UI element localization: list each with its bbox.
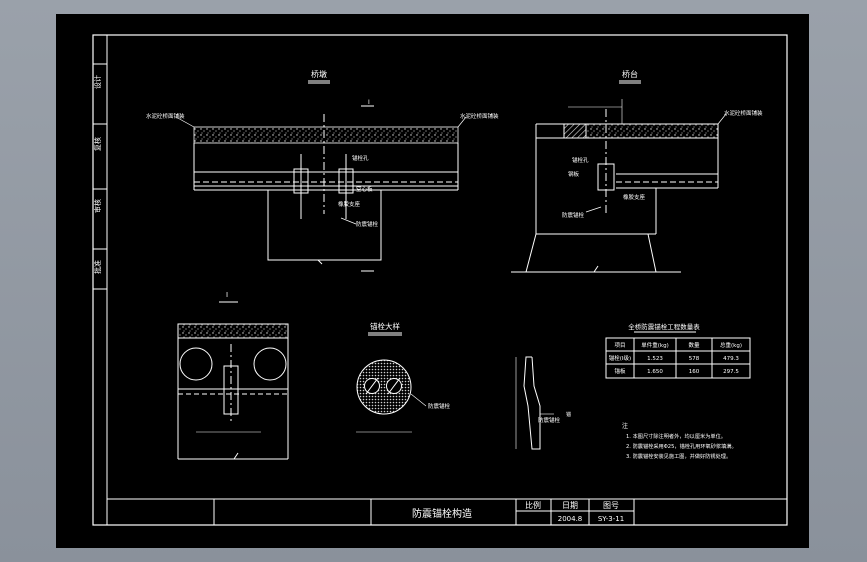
drawing-border: [92, 34, 788, 526]
bolt-plate-circle: [356, 359, 412, 415]
table-cell-1-0: 锚板: [614, 367, 626, 375]
callout-anchor-profile: 防震锚栓: [538, 416, 561, 424]
pier-view: 桥墩 I 水泥砼桥面铺装 水泥砼桥面铺装 锚栓孔 空心板 橡胶支座 防震: [146, 69, 499, 272]
anchor-profile-view: 防震锚栓 锚: [515, 356, 571, 450]
table-cell-0-0: 锚栓(I级): [609, 354, 631, 362]
table-cell-1-1: 1.650: [647, 369, 663, 375]
date-value: 2004.8: [558, 515, 583, 523]
anchor-mark: 锚: [566, 411, 571, 418]
callout-abutment-hole: 锚栓孔: [572, 156, 589, 164]
sheet-label: 图号: [603, 501, 619, 510]
table-header-2: 数量: [688, 341, 700, 349]
section-view: I: [177, 291, 289, 460]
table-cell-0-2: 578: [689, 356, 700, 362]
quantity-table: 全桥防震锚栓工程数量表 项目 单件重(kg) 数量 总重(kg) 锚栓(I级) …: [605, 322, 751, 379]
title-block: 防震锚栓构造 比例 日期 图号 2004.8 SY-3-11: [107, 498, 787, 525]
table-header-0: 项目: [614, 342, 625, 349]
callout-pier-beam: 空心板: [356, 185, 373, 193]
callout-pier-bearing: 橡胶支座: [338, 200, 361, 208]
callout-abutment-deck: 水泥砼桥面铺装: [724, 109, 763, 117]
abutment-label: 桥台: [622, 69, 638, 79]
table-cell-1-2: 160: [689, 369, 700, 375]
section-void-left: [179, 347, 213, 381]
date-label: 日期: [562, 501, 578, 510]
note-line-2: 3. 防震锚栓安装见施工图，并做好防锈处理。: [626, 452, 731, 460]
drawing-title: 防震锚栓构造: [412, 507, 472, 520]
table-header-1: 单件重(kg): [641, 341, 668, 349]
callout-deck-left: 水泥砼桥面铺装: [146, 112, 185, 120]
table-title: 全桥防震锚栓工程数量表: [628, 322, 700, 331]
pier-label: 桥墩: [311, 69, 327, 79]
callout-abutment-plate: 钢板: [568, 170, 580, 178]
table-cell-1-3: 297.5: [723, 369, 739, 375]
pier-deck-pavement: [193, 126, 459, 144]
side-label-2: 审核: [93, 199, 102, 213]
note-line-1: 2. 防震锚栓采用Φ25，锚栓孔用环氧砂浆填满。: [626, 442, 737, 450]
callout-pier-bolt: 防震锚栓: [356, 220, 379, 228]
notes-heading: 注: [622, 422, 628, 430]
drawing-svg: 设计 复核 审核 批准 防震锚栓构造 比例 日期 图号 2004.8 SY-3-…: [92, 34, 788, 526]
side-signature-strip: 设计 复核 审核 批准: [93, 63, 107, 290]
side-label-3: 批准: [93, 260, 102, 274]
callout-bolt-plate: 防震锚栓: [428, 402, 451, 410]
section-deck-pavement: [177, 323, 289, 339]
bolt-detail-label: 锚栓大样: [370, 321, 400, 331]
sheet-value: SY-3-11: [598, 515, 624, 523]
notes-block: 注 1. 本图尺寸除注明者外，均以厘米为单位。 2. 防震锚栓采用Φ25，锚栓孔…: [622, 422, 737, 460]
callout-pier-hole: 锚栓孔: [352, 154, 369, 162]
ratio-label: 比例: [525, 500, 541, 510]
section-anchor-bolt: [223, 365, 239, 415]
section-void-right: [253, 347, 287, 381]
note-line-0: 1. 本图尺寸除注明者外，均以厘米为单位。: [626, 432, 726, 440]
abutment-backwall-hatch: [563, 123, 587, 139]
callout-abutment-bearing: 橡胶支座: [623, 193, 646, 201]
table-cell-0-3: 479.3: [723, 356, 739, 362]
section-mark-label: I: [226, 291, 228, 299]
callout-deck-right: 水泥砼桥面铺装: [460, 112, 499, 120]
abutment-view: 桥台 水泥砼桥面铺装 锚栓孔 钢板 橡胶支座 防震锚栓: [511, 69, 763, 273]
bolt-detail-view: 锚栓大样 防震锚栓: [356, 321, 451, 433]
pier-section-mark-top: I: [368, 99, 370, 106]
side-label-1: 复核: [93, 137, 102, 151]
callout-abutment-bolt: 防震锚栓: [562, 211, 585, 219]
table-cell-0-1: 1.523: [647, 356, 663, 362]
drawing-canvas[interactable]: 设计 复核 审核 批准 防震锚栓构造 比例 日期 图号 2004.8 SY-3-…: [56, 14, 809, 548]
table-header-3: 总重(kg): [720, 341, 742, 349]
side-label-0: 设计: [93, 75, 102, 89]
